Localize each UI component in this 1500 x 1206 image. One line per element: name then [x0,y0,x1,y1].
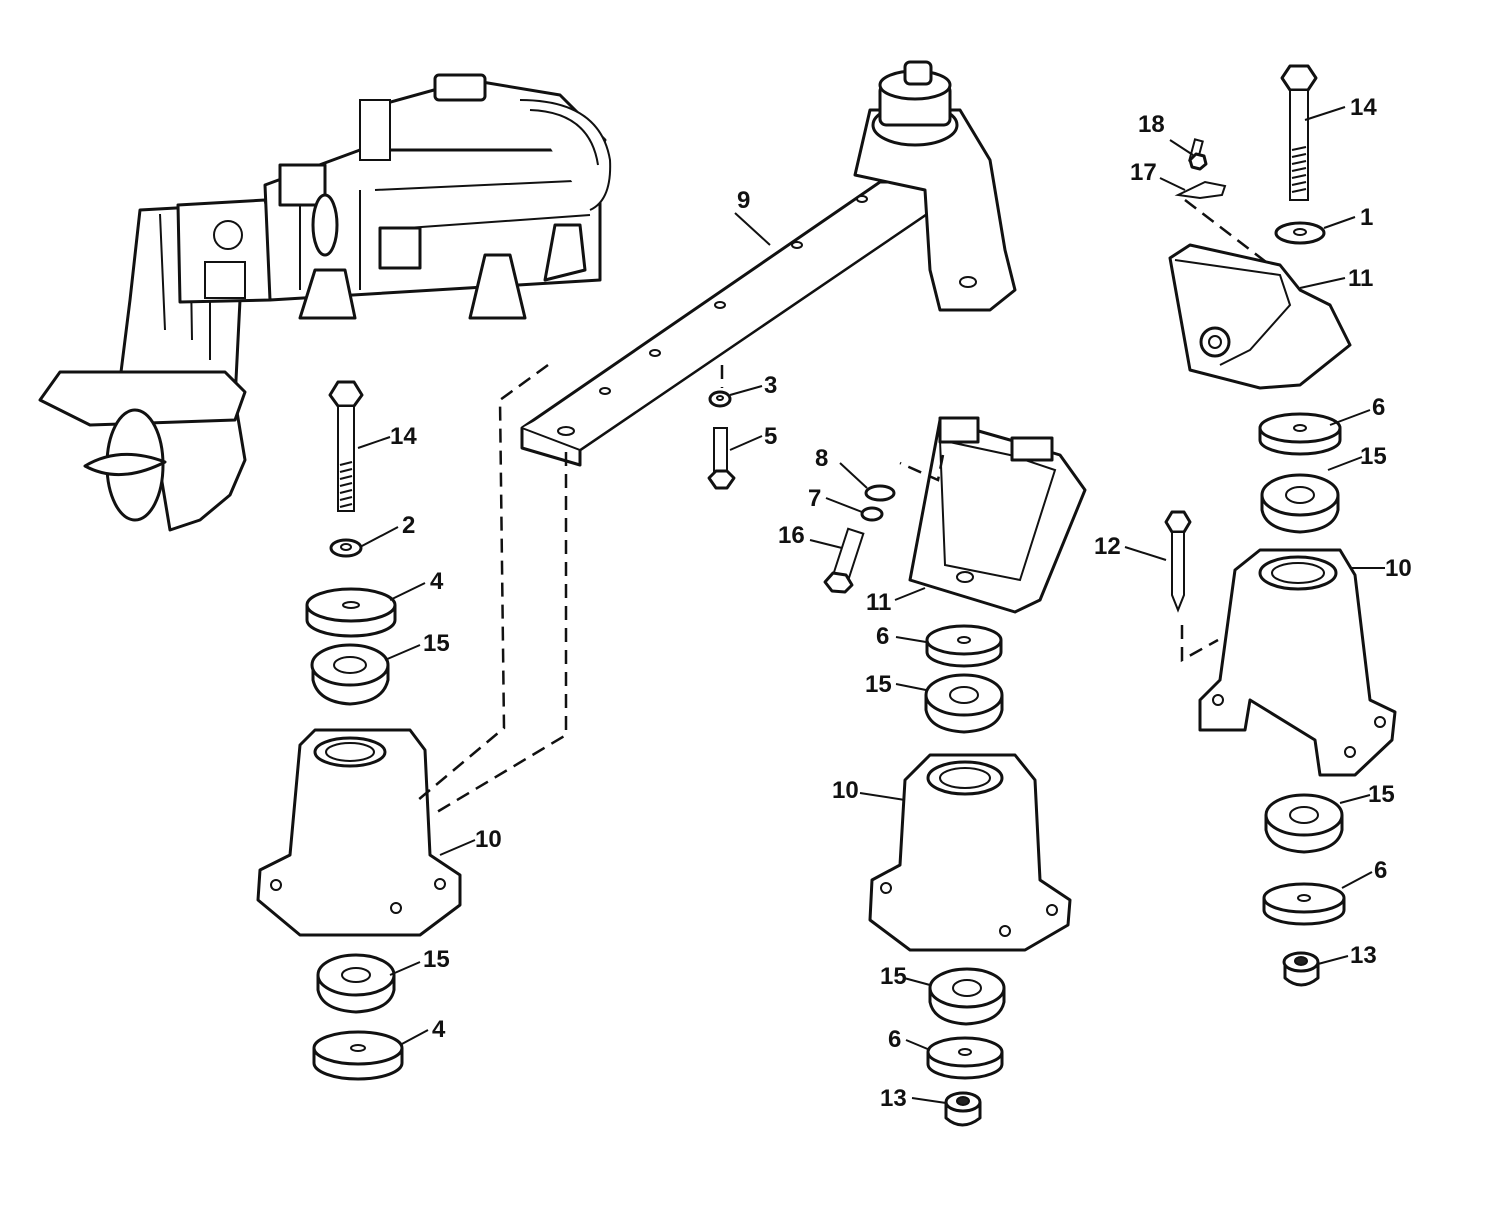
callout-9: 9 [737,187,750,214]
callout-numbers: 9 14 18 17 1 11 3 5 6 15 14 8 7 16 2 12 … [390,94,1412,1112]
callout-11-right: 11 [1348,265,1373,292]
right-mount-stack [1164,64,1397,987]
left-mount-stack [256,363,568,1081]
callout-4-top: 4 [430,568,444,595]
engine-cross-bar [520,180,942,467]
callout-14-left: 14 [390,423,417,450]
callout-15-left-top: 15 [423,630,450,657]
callout-11-center: 11 [866,589,891,616]
center-mount-stack [823,416,1087,1127]
callout-10-center: 10 [832,777,859,804]
rear-mount-bracket [853,60,1017,312]
callout-4-bottom: 4 [432,1016,446,1043]
callout-16: 16 [778,522,805,549]
callout-18: 18 [1138,111,1165,138]
callout-7: 7 [808,485,821,512]
callout-17: 17 [1130,159,1157,186]
callout-2: 2 [402,512,415,539]
callout-12: 12 [1094,533,1121,560]
callout-14-right: 14 [1350,94,1377,121]
callout-15-center-bottom: 15 [880,963,907,990]
callout-leader-lines [357,106,1385,1104]
engine-sterndrive-illustration [38,73,612,532]
callout-15-right-bottom: 15 [1368,781,1395,808]
callout-6-center-bottom: 6 [888,1026,901,1053]
callout-13-center: 13 [880,1085,907,1112]
callout-15-right-top: 15 [1360,443,1387,470]
callout-6-right-top: 6 [1372,394,1385,421]
callout-15-center-top: 15 [865,671,892,698]
callout-1: 1 [1360,204,1373,231]
callout-6-right-bottom: 6 [1374,857,1387,884]
callout-8: 8 [815,445,828,472]
callout-15-left-bottom: 15 [423,946,450,973]
callout-6-center-top: 6 [876,623,889,650]
callout-3: 3 [764,372,777,399]
callout-10-left: 10 [475,826,502,853]
callout-13-right: 13 [1350,942,1377,969]
callout-10-right: 10 [1385,555,1412,582]
center-fasteners [707,365,736,490]
callout-5: 5 [764,423,777,450]
